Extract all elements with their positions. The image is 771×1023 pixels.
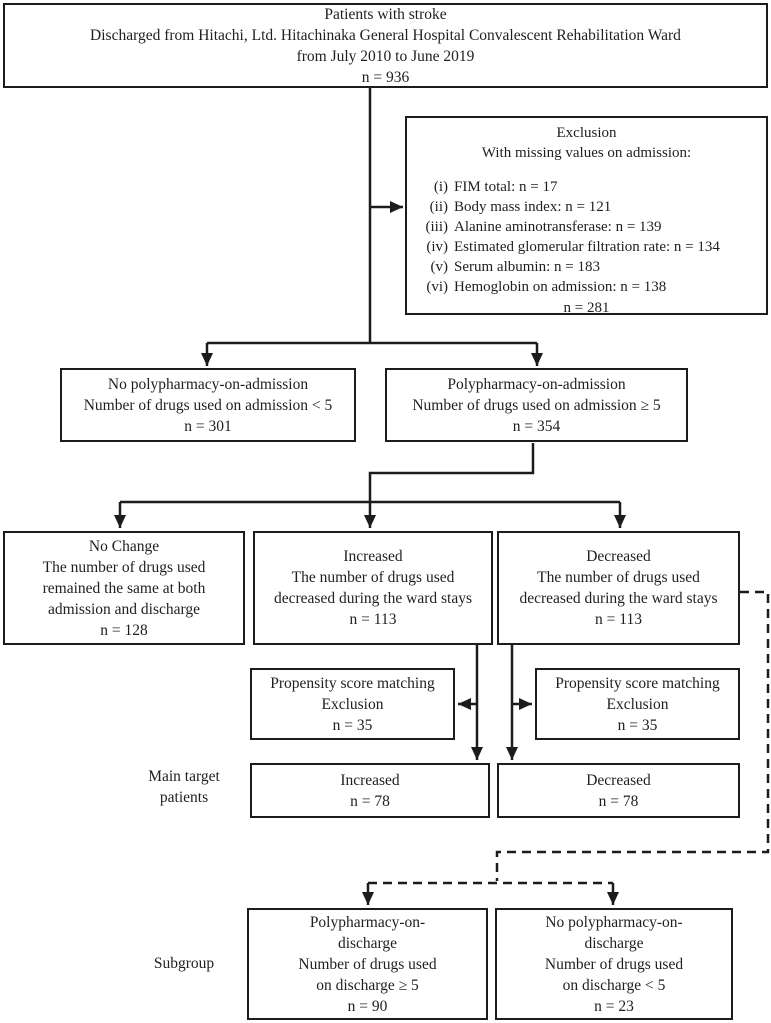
label-subgroup: Subgroup: [118, 953, 250, 974]
exclusion-item-text: Hemoglobin on admission: n = 138: [454, 279, 667, 295]
box-line: n = 78: [350, 792, 390, 810]
box-line: Patients with stroke: [324, 5, 447, 23]
box-line: n = 354: [512, 417, 561, 435]
box-patients-with-stroke: Patients with stroke Discharged from Hit…: [3, 3, 768, 88]
exclusion-item-text: Body mass index: n = 121: [454, 199, 612, 215]
box-line: n = 35: [332, 716, 373, 734]
box-line: The number of drugs used: [291, 569, 455, 586]
box-line: Polypharmacy-on-: [309, 913, 426, 931]
box-line: n = 113: [349, 611, 397, 628]
box-line: No polypharmacy-on-admission: [107, 375, 309, 393]
box-line: Number of drugs used: [298, 955, 437, 973]
box-propensity-score-matching-right: Propensity score matching Exclusion n = …: [535, 668, 740, 740]
box-line: Exclusion: [606, 695, 669, 713]
box-line: discharge: [584, 934, 644, 952]
exclusion-item-num: (vi): [426, 279, 448, 295]
box-main-target-increased: Increased n = 78: [250, 763, 490, 818]
label-line: patients: [159, 789, 209, 806]
box-line: n = 35: [617, 716, 658, 734]
box-line: Exclusion: [321, 695, 384, 713]
box-line: Number of drugs used on admission < 5: [83, 396, 333, 414]
label-main-target-patients: Main target patients: [118, 766, 250, 808]
box-line: discharge: [337, 934, 398, 952]
box-line: No polypharmacy-on-: [545, 913, 683, 931]
box-line: Decreased: [586, 771, 651, 789]
label-line: Subgroup: [153, 955, 215, 972]
exclusion-list: (i) FIM total: n = 17 (ii) Body mass ind…: [409, 177, 764, 297]
box-line: n = 78: [598, 792, 639, 810]
exclusion-item-num: (iv): [426, 239, 448, 255]
box-line: Discharged from Hitachi, Ltd. Hitachinak…: [90, 26, 681, 44]
exclusion-subtitle: With missing values on admission:: [481, 145, 692, 161]
exclusion-item-text: Estimated glomerular filtration rate: n …: [454, 239, 720, 255]
box-line: from July 2010 to June 2019: [296, 47, 475, 65]
box-line: Increased: [340, 771, 400, 789]
box-line: decreased during the ward stays: [519, 590, 718, 607]
box-line: n = 90: [347, 997, 388, 1015]
box-no-change: No Change The number of drugs used remai…: [3, 531, 245, 645]
box-line: remained the same at both: [42, 579, 206, 597]
box-main-target-decreased: Decreased n = 78: [497, 763, 740, 818]
box-line: Decreased: [586, 548, 651, 565]
box-line: Polypharmacy-on-admission: [447, 375, 626, 393]
exclusion-item-num: (ii): [429, 199, 448, 215]
box-line: Propensity score matching: [555, 674, 720, 692]
box-line: The number of drugs used: [42, 558, 206, 576]
box-polypharmacy-on-admission: Polypharmacy-on-admission Number of drug…: [385, 368, 688, 442]
exclusion-item-num: (i): [433, 179, 448, 195]
label-line: Main target: [148, 768, 220, 785]
box-decreased: Decreased The number of drugs used decre…: [497, 531, 740, 645]
box-subgroup-no-polypharmacy-on-discharge: No polypharmacy-on- discharge Number of …: [495, 908, 733, 1020]
exclusion-total: n = 281: [563, 300, 610, 316]
box-line: n = 23: [594, 997, 634, 1015]
box-line: Propensity score matching: [270, 674, 435, 692]
exclusion-item-text: FIM total: n = 17: [454, 179, 558, 195]
exclusion-item-text: Alanine aminotransferase: n = 139: [454, 219, 662, 235]
box-line: Number of drugs used on admission ≥ 5: [412, 396, 661, 414]
box-no-polypharmacy-on-admission: No polypharmacy-on-admission Number of d…: [60, 368, 356, 442]
exclusion-item-num: (iii): [425, 219, 449, 235]
exclusion-title: Exclusion: [556, 125, 617, 141]
box-line: n = 113: [595, 611, 642, 628]
box-line: The number of drugs used: [537, 569, 700, 586]
connector-poly-jog: [368, 443, 535, 502]
box-line: No Change: [88, 537, 160, 555]
box-subgroup-polypharmacy-on-discharge: Polypharmacy-on- discharge Number of dru…: [247, 908, 488, 1020]
box-propensity-score-matching-left: Propensity score matching Exclusion n = …: [250, 668, 455, 740]
box-line: Number of drugs used: [544, 955, 684, 973]
exclusion-item-num: (v): [430, 259, 449, 275]
box-line: decreased during the ward stays: [274, 590, 472, 607]
box-line: n = 936: [361, 68, 410, 86]
box-line: n = 301: [184, 417, 232, 435]
box-line: on discharge ≥ 5: [316, 976, 419, 994]
box-line: on discharge < 5: [562, 976, 666, 994]
box-line: Increased: [343, 548, 403, 565]
box-line: admission and discharge: [47, 600, 201, 618]
box-increased: Increased The number of drugs used decre…: [253, 531, 493, 645]
exclusion-item-text: Serum albumin: n = 183: [454, 259, 600, 275]
box-line: n = 128: [100, 621, 148, 639]
box-exclusion: Exclusion With missing values on admissi…: [405, 116, 768, 316]
